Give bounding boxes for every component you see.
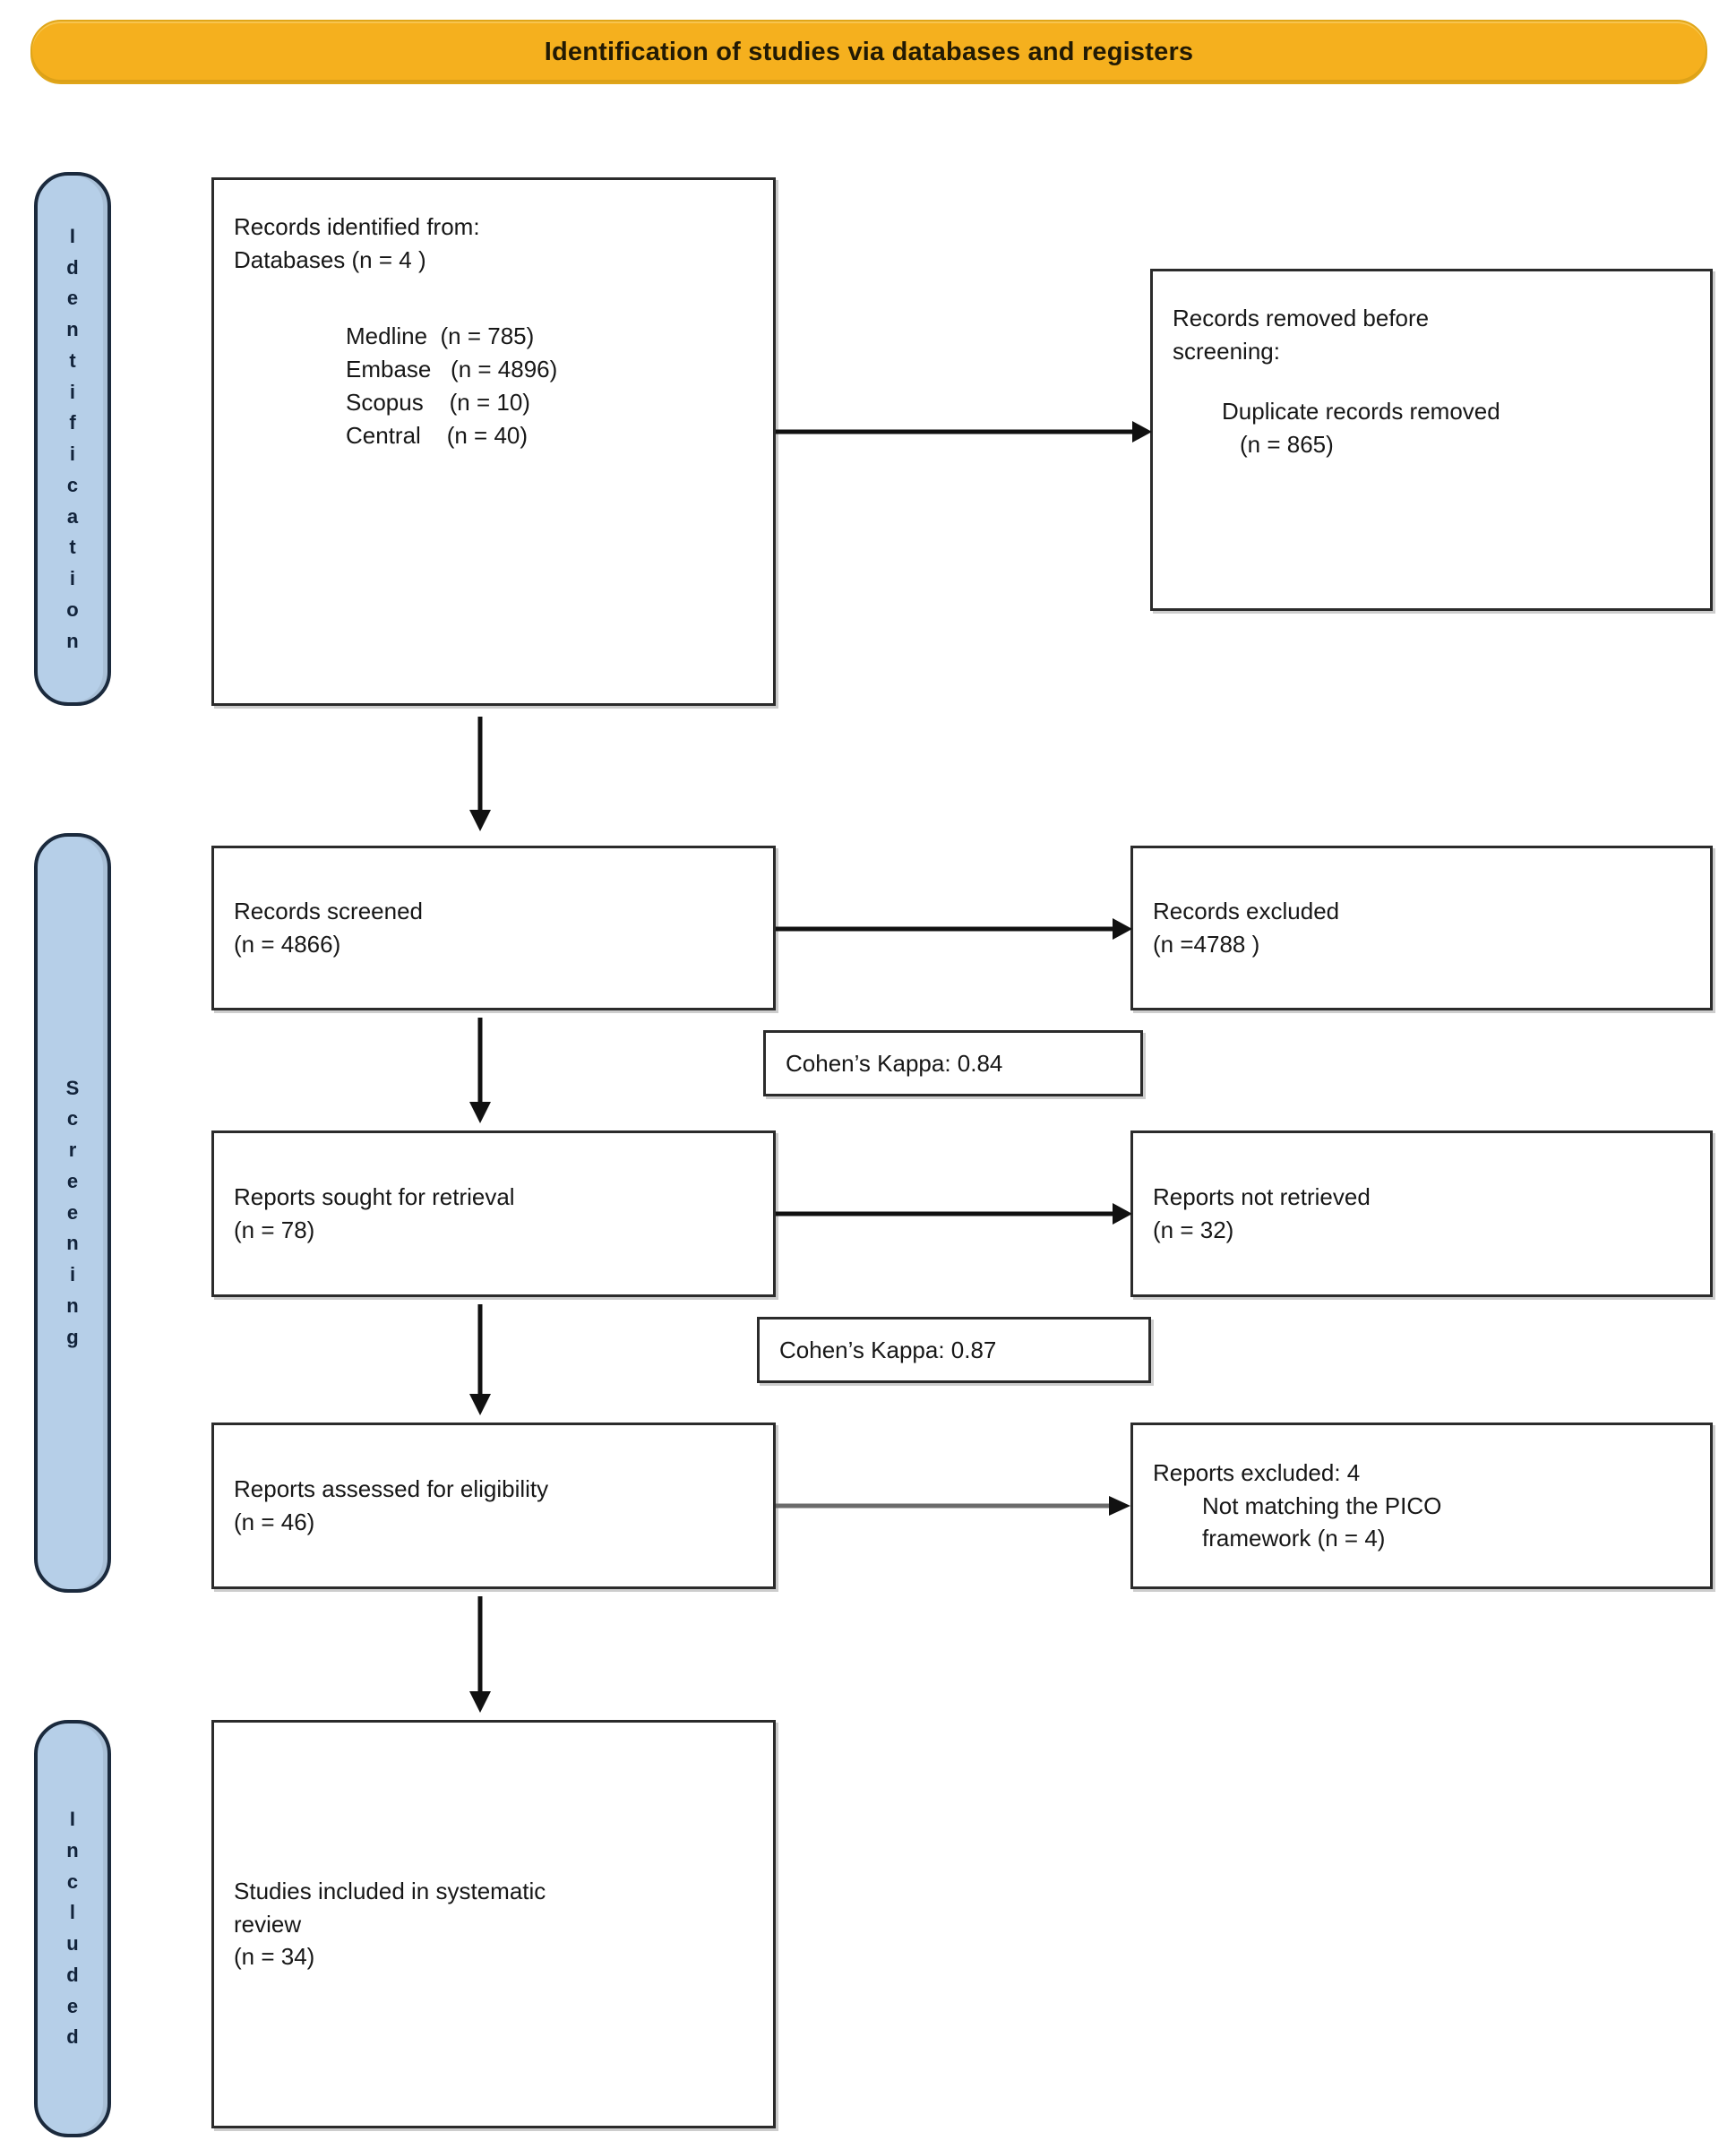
reports-excluded-detail1: Not matching the PICO [1202, 1491, 1442, 1519]
studies-included-line1: Studies included in systematic [234, 1877, 546, 1904]
reports-not-retrieved-line1: Reports not retrieved [1153, 1183, 1371, 1211]
reports-excluded-detail2: framework (n = 4) [1202, 1525, 1386, 1552]
stage-label-identification: I d e n t i f i c a t i o n [34, 172, 111, 706]
arrow-identified-to-screened [468, 717, 492, 831]
box-reports-excluded: Reports excluded: 4 Not matching the PIC… [1130, 1423, 1713, 1589]
box-records-identified: Records identified from: Databases (n = … [211, 177, 776, 706]
box-records-excluded: Records excluded (n =4788 ) [1130, 846, 1713, 1010]
page-title: Identification of studies via databases … [544, 37, 1194, 66]
box-reports-assessed: Reports assessed for eligibility (n = 46… [211, 1423, 776, 1589]
studies-included-line3: (n = 34) [234, 1943, 315, 1971]
arrow-sought-to-not-retrieved [776, 1203, 1132, 1225]
records-removed-detail1: Duplicate records removed [1222, 397, 1500, 425]
stage-label-identification-text: I d e n t i f i c a t i o n [66, 224, 79, 652]
records-identified-source-medline: Medline (n = 785) [346, 322, 535, 349]
reports-excluded-line1: Reports excluded: 4 [1153, 1458, 1361, 1486]
arrow-screened-to-sought [468, 1018, 492, 1123]
note-cohens-kappa-2: Cohen’s Kappa: 0.87 [757, 1317, 1151, 1383]
stage-label-screening-text: S c r e e n i n g [65, 1076, 80, 1348]
box-records-screened: Records screened (n = 4866) [211, 846, 776, 1010]
records-excluded-line1: Records excluded [1153, 898, 1340, 925]
records-screened-line2: (n = 4866) [234, 931, 341, 958]
records-removed-line1: Records removed before [1173, 305, 1430, 331]
reports-sought-line2: (n = 78) [234, 1216, 315, 1243]
stage-label-included-text: I n c l u d e d [66, 1808, 79, 2049]
studies-included-line2: review [234, 1910, 302, 1938]
stage-label-screening: S c r e e n i n g [34, 833, 111, 1593]
arrow-screened-to-excluded [776, 918, 1132, 940]
box-records-removed: Records removed before screening: Duplic… [1150, 269, 1713, 611]
diagram-header-banner: Identification of studies via databases … [30, 20, 1707, 84]
records-identified-line1: Records identified from: [234, 213, 480, 240]
records-identified-source-scopus: Scopus (n = 10) [346, 388, 530, 416]
records-screened-line1: Records screened [234, 898, 423, 925]
records-identified-source-embase: Embase (n = 4896) [346, 355, 558, 383]
records-excluded-line2: (n =4788 ) [1153, 931, 1260, 958]
stage-label-included: I n c l u d e d [34, 1720, 111, 2137]
records-removed-line2: screening: [1173, 337, 1280, 365]
arrow-sought-to-assessed [468, 1304, 492, 1415]
reports-assessed-line1: Reports assessed for eligibility [234, 1475, 549, 1503]
box-studies-included: Studies included in systematic review (n… [211, 1720, 776, 2128]
cohens-kappa-2-text: Cohen’s Kappa: 0.87 [779, 1336, 997, 1363]
arrow-assessed-to-excluded [776, 1495, 1132, 1517]
note-cohens-kappa-1: Cohen’s Kappa: 0.84 [763, 1030, 1143, 1096]
box-reports-not-retrieved: Reports not retrieved (n = 32) [1130, 1130, 1713, 1297]
reports-sought-line1: Reports sought for retrieval [234, 1183, 515, 1211]
cohens-kappa-1-text: Cohen’s Kappa: 0.84 [786, 1049, 1003, 1077]
box-reports-sought: Reports sought for retrieval (n = 78) [211, 1130, 776, 1297]
records-identified-line2: Databases (n = 4 ) [234, 245, 426, 273]
records-identified-source-central: Central (n = 40) [346, 421, 529, 449]
reports-not-retrieved-line2: (n = 32) [1153, 1216, 1234, 1243]
records-removed-detail2: (n = 865) [1240, 430, 1334, 458]
reports-assessed-line2: (n = 46) [234, 1509, 315, 1535]
arrow-identified-to-removed [776, 421, 1152, 443]
arrow-assessed-to-included [468, 1596, 492, 1713]
